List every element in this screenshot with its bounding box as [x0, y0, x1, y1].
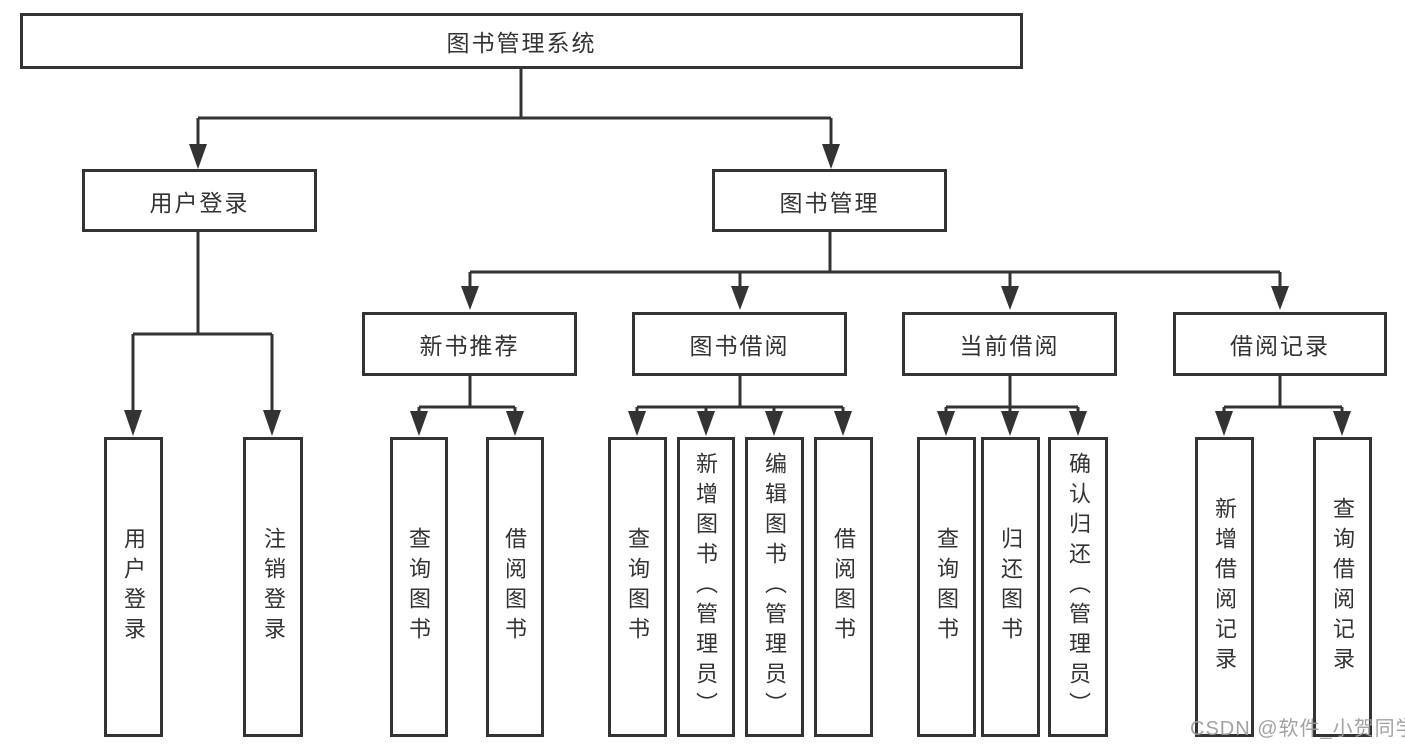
node-return-books: 归还图书	[981, 437, 1040, 737]
node-add-borrow-record: 新增借阅记录	[1195, 437, 1254, 737]
connector-borrowing-records-to-leaves	[1215, 376, 1351, 436]
node-logout-leaf: 注销登录	[243, 437, 303, 737]
arrowhead	[189, 144, 207, 169]
node-borrow-books-borrowing: 借阅图书	[814, 437, 873, 737]
arrowhead	[1069, 411, 1087, 436]
arrowhead	[124, 410, 142, 436]
arrowhead	[628, 411, 646, 436]
arrowhead	[410, 411, 428, 436]
connector-user-login-to-leaves	[124, 232, 281, 436]
node-borrow-books-recommendation: 借阅图书	[486, 437, 544, 737]
arrowhead	[765, 411, 783, 436]
arrowhead	[1001, 411, 1019, 436]
node-book-borrowing: 图书借阅	[632, 312, 847, 376]
connector-current-borrowing-to-leaves	[937, 376, 1087, 436]
node-book-management-system: 图书管理系统	[20, 13, 1023, 69]
arrowhead	[506, 411, 524, 436]
arrowhead	[937, 411, 955, 436]
arrowhead	[461, 286, 479, 310]
connector-root-to-level2	[189, 69, 840, 169]
node-new-book-recommendation: 新书推荐	[362, 312, 577, 376]
connector-book-management-to-level3	[461, 232, 1289, 310]
arrowhead	[1333, 411, 1351, 436]
arrowhead	[697, 411, 715, 436]
arrowhead	[731, 286, 749, 310]
arrowhead	[834, 411, 852, 436]
node-edit-books-admin: 编辑图书（管理员）	[745, 437, 804, 737]
node-query-books-current: 查询图书	[917, 437, 976, 737]
node-query-books-recommendation: 查询图书	[390, 437, 448, 737]
csdn-watermark: CSDN @软件_小贺同学	[1190, 718, 1405, 740]
node-current-borrowing: 当前借阅	[902, 312, 1117, 376]
node-query-books-borrowing: 查询图书	[608, 437, 667, 737]
node-borrowing-records: 借阅记录	[1173, 312, 1387, 376]
arrowhead	[822, 144, 840, 169]
node-query-borrow-record: 查询借阅记录	[1313, 437, 1372, 737]
node-add-books-admin: 新增图书（管理员）	[677, 437, 735, 737]
arrowhead	[1215, 411, 1233, 436]
node-user-login-leaf: 用户登录	[104, 437, 163, 737]
node-confirm-return-admin: 确认归还（管理员）	[1048, 437, 1108, 737]
node-book-management: 图书管理	[712, 169, 947, 232]
arrowhead	[1001, 286, 1019, 310]
connector-new-book-recommendation-to-leaves	[410, 376, 524, 436]
arrowhead	[1271, 286, 1289, 310]
node-user-login: 用户登录	[82, 169, 317, 232]
connector-book-borrowing-to-leaves	[628, 376, 852, 436]
arrowhead	[263, 410, 281, 436]
